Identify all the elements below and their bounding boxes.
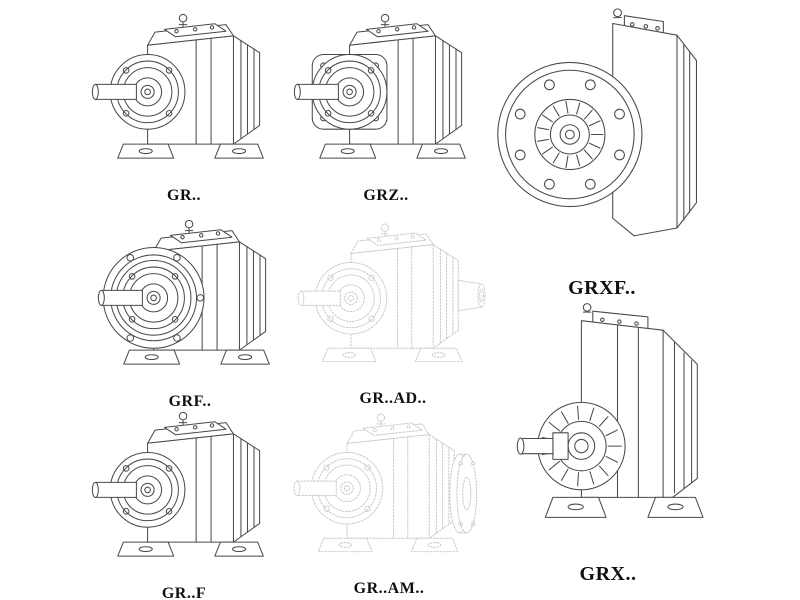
figure-grf-foot: GR..F	[86, 404, 282, 600]
figure-grf-foot-label: GR..F	[161, 585, 207, 600]
figure-grz-label: GRZ..	[363, 187, 409, 205]
figure-grf: GRF..	[92, 212, 288, 411]
figure-grad: GR..AD..	[292, 216, 494, 408]
figure-gram-label: GR..AM..	[353, 579, 425, 597]
figure-gr: GR..	[86, 6, 282, 205]
figure-grx-label: GRX..	[579, 562, 637, 585]
figure-grz: GRZ..	[288, 6, 484, 205]
figure-grf-label: GRF..	[168, 393, 212, 411]
gearbox-drawing-grx	[516, 303, 704, 518]
figure-grxf-label: GRXF..	[568, 276, 636, 299]
figure-grad-label: GR..AD..	[359, 389, 427, 407]
figure-grx: GRX..	[494, 296, 722, 586]
figure-grxf: GRXF..	[490, 4, 714, 300]
gearbox-drawing-grf-foot	[91, 411, 264, 557]
gearbox-drawing-grf	[97, 219, 270, 365]
gearbox-drawing-gram	[293, 413, 478, 553]
figure-gram: GR..AM..	[288, 406, 490, 598]
gearbox-drawing-grz	[293, 13, 466, 159]
gearbox-drawing-gr	[91, 13, 264, 159]
gearbox-drawing-grad	[297, 223, 486, 363]
gearbox-drawing-grxf	[497, 8, 698, 237]
figure-gr-label: GR..	[167, 187, 201, 205]
